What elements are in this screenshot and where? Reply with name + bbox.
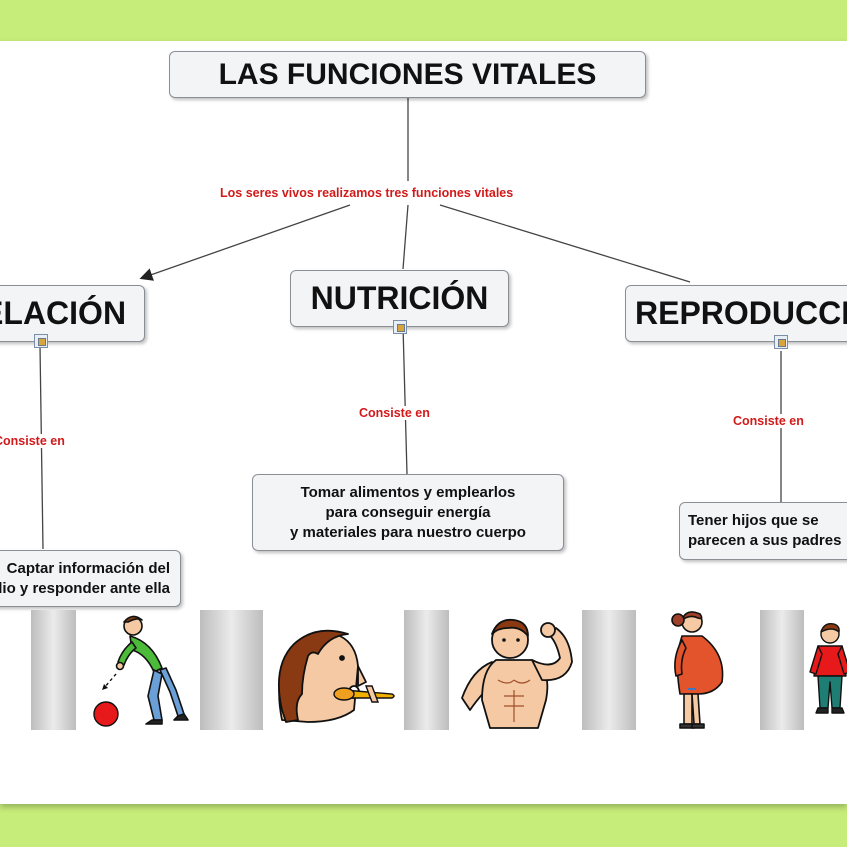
node-nutricion: NUTRICIÓN — [290, 270, 509, 327]
separator-panel — [760, 610, 804, 730]
link-label-nutricion: Consiste en — [357, 406, 432, 420]
desc-reproduccion: Tener hijos que se parecen a sus padres — [679, 502, 847, 560]
root-link-label: Los seres vivos realizamos tres funcione… — [218, 186, 516, 200]
muscles-pictogram — [461, 618, 573, 729]
child-pictogram — [809, 622, 847, 714]
separator-panel — [200, 610, 263, 730]
desc-nutricion: Tomar alimentos y emplearlos para conseg… — [252, 474, 564, 551]
title-node: LAS FUNCIONES VITALES — [169, 51, 646, 98]
node-attachment-icon — [393, 320, 407, 334]
pregnant-woman-pictogram — [671, 611, 724, 729]
separator-panel — [404, 610, 449, 730]
desc-relacion: Captar información del medio y responder… — [0, 550, 181, 607]
node-reproduccion: REPRODUCCIÓN — [625, 285, 847, 342]
ball-throw-pictogram — [93, 615, 189, 727]
concept-map-card: LAS FUNCIONES VITALES Los seres vivos re… — [0, 41, 847, 804]
eating-pictogram — [277, 629, 395, 723]
node-relacion: RELACIÓN — [0, 285, 145, 342]
separator-panel — [31, 610, 76, 730]
node-attachment-icon — [774, 335, 788, 349]
page-title: LAS FUNCIONES VITALES — [218, 57, 597, 91]
link-label-relacion: Consiste en — [0, 434, 67, 448]
separator-panel — [582, 610, 636, 730]
node-attachment-icon — [34, 334, 48, 348]
link-label-reproduccion: Consiste en — [731, 414, 806, 428]
